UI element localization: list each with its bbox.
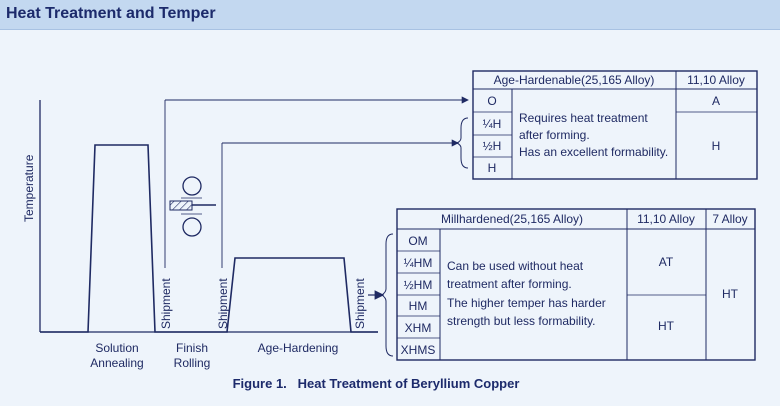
stage-age-hardening: Age-Hardening: [258, 341, 339, 355]
y-axis-label: Temperature: [22, 154, 36, 222]
mill-temper-quarter-hm: ¼HM: [404, 256, 433, 270]
shipment-label-1: Shipment: [159, 278, 173, 329]
age-temper-h: H: [488, 161, 497, 175]
mill-alloy-ht: HT: [658, 319, 675, 333]
age-header-col1: Age-Hardenable(25,165 Alloy): [494, 73, 655, 87]
mill-header-col3: 7 Alloy: [712, 212, 747, 226]
millhardened-table: [381, 208, 756, 361]
section-header: Heat Treatment and Temper: [0, 0, 780, 30]
mill-header-col2: 11,10 Alloy: [637, 212, 695, 226]
stage-solution-annealing-l2: Annealing: [90, 356, 143, 370]
stage-finish-rolling-l2: Rolling: [174, 356, 211, 370]
mill-temper-xhms: XHMS: [401, 343, 436, 357]
mill-alloy7-ht: HT: [722, 287, 739, 301]
section-title: Heat Treatment and Temper: [6, 5, 216, 22]
mill-temper-half-hm: ½HM: [404, 278, 433, 292]
mill-alloy-at: AT: [659, 255, 674, 269]
stage-finish-rolling-l1: Finish: [176, 341, 208, 355]
shipment-label-3: Shipment: [353, 278, 367, 329]
rolling-mill-icon: [169, 176, 216, 237]
figure-caption: Figure 1. Heat Treatment of Beryllium Co…: [233, 376, 520, 391]
mill-temper-om: OM: [408, 234, 427, 248]
mill-header-col1: Millhardened(25,165 Alloy): [441, 212, 583, 226]
temperature-profile: [40, 144, 378, 333]
mill-desc-4: strength but less formability.: [447, 314, 596, 328]
mill-temper-xhm: XHM: [405, 321, 432, 335]
shipment-label-2: Shipment: [216, 278, 230, 329]
age-alloy-h: H: [712, 139, 721, 153]
age-desc-1: Requires heat treatment: [519, 111, 648, 125]
mill-desc-1: Can be used without heat: [447, 259, 584, 273]
age-desc-2: after forming.: [519, 128, 590, 142]
age-alloy-a: A: [712, 94, 720, 108]
age-temper-half-h: ½H: [483, 139, 502, 153]
stage-solution-annealing-l1: Solution: [95, 341, 138, 355]
age-temper-quarter-h: ¼H: [483, 117, 502, 131]
mill-temper-hm: HM: [409, 299, 428, 313]
age-header-col2: 11,10 Alloy: [687, 73, 745, 87]
age-hardenable-table: [455, 70, 758, 180]
mill-desc-2: treatment after forming.: [447, 277, 572, 291]
age-temper-o: O: [487, 94, 496, 108]
mill-desc-3: The higher temper has harder: [447, 296, 606, 310]
age-desc-3: Has an excellent formability.: [519, 145, 668, 159]
